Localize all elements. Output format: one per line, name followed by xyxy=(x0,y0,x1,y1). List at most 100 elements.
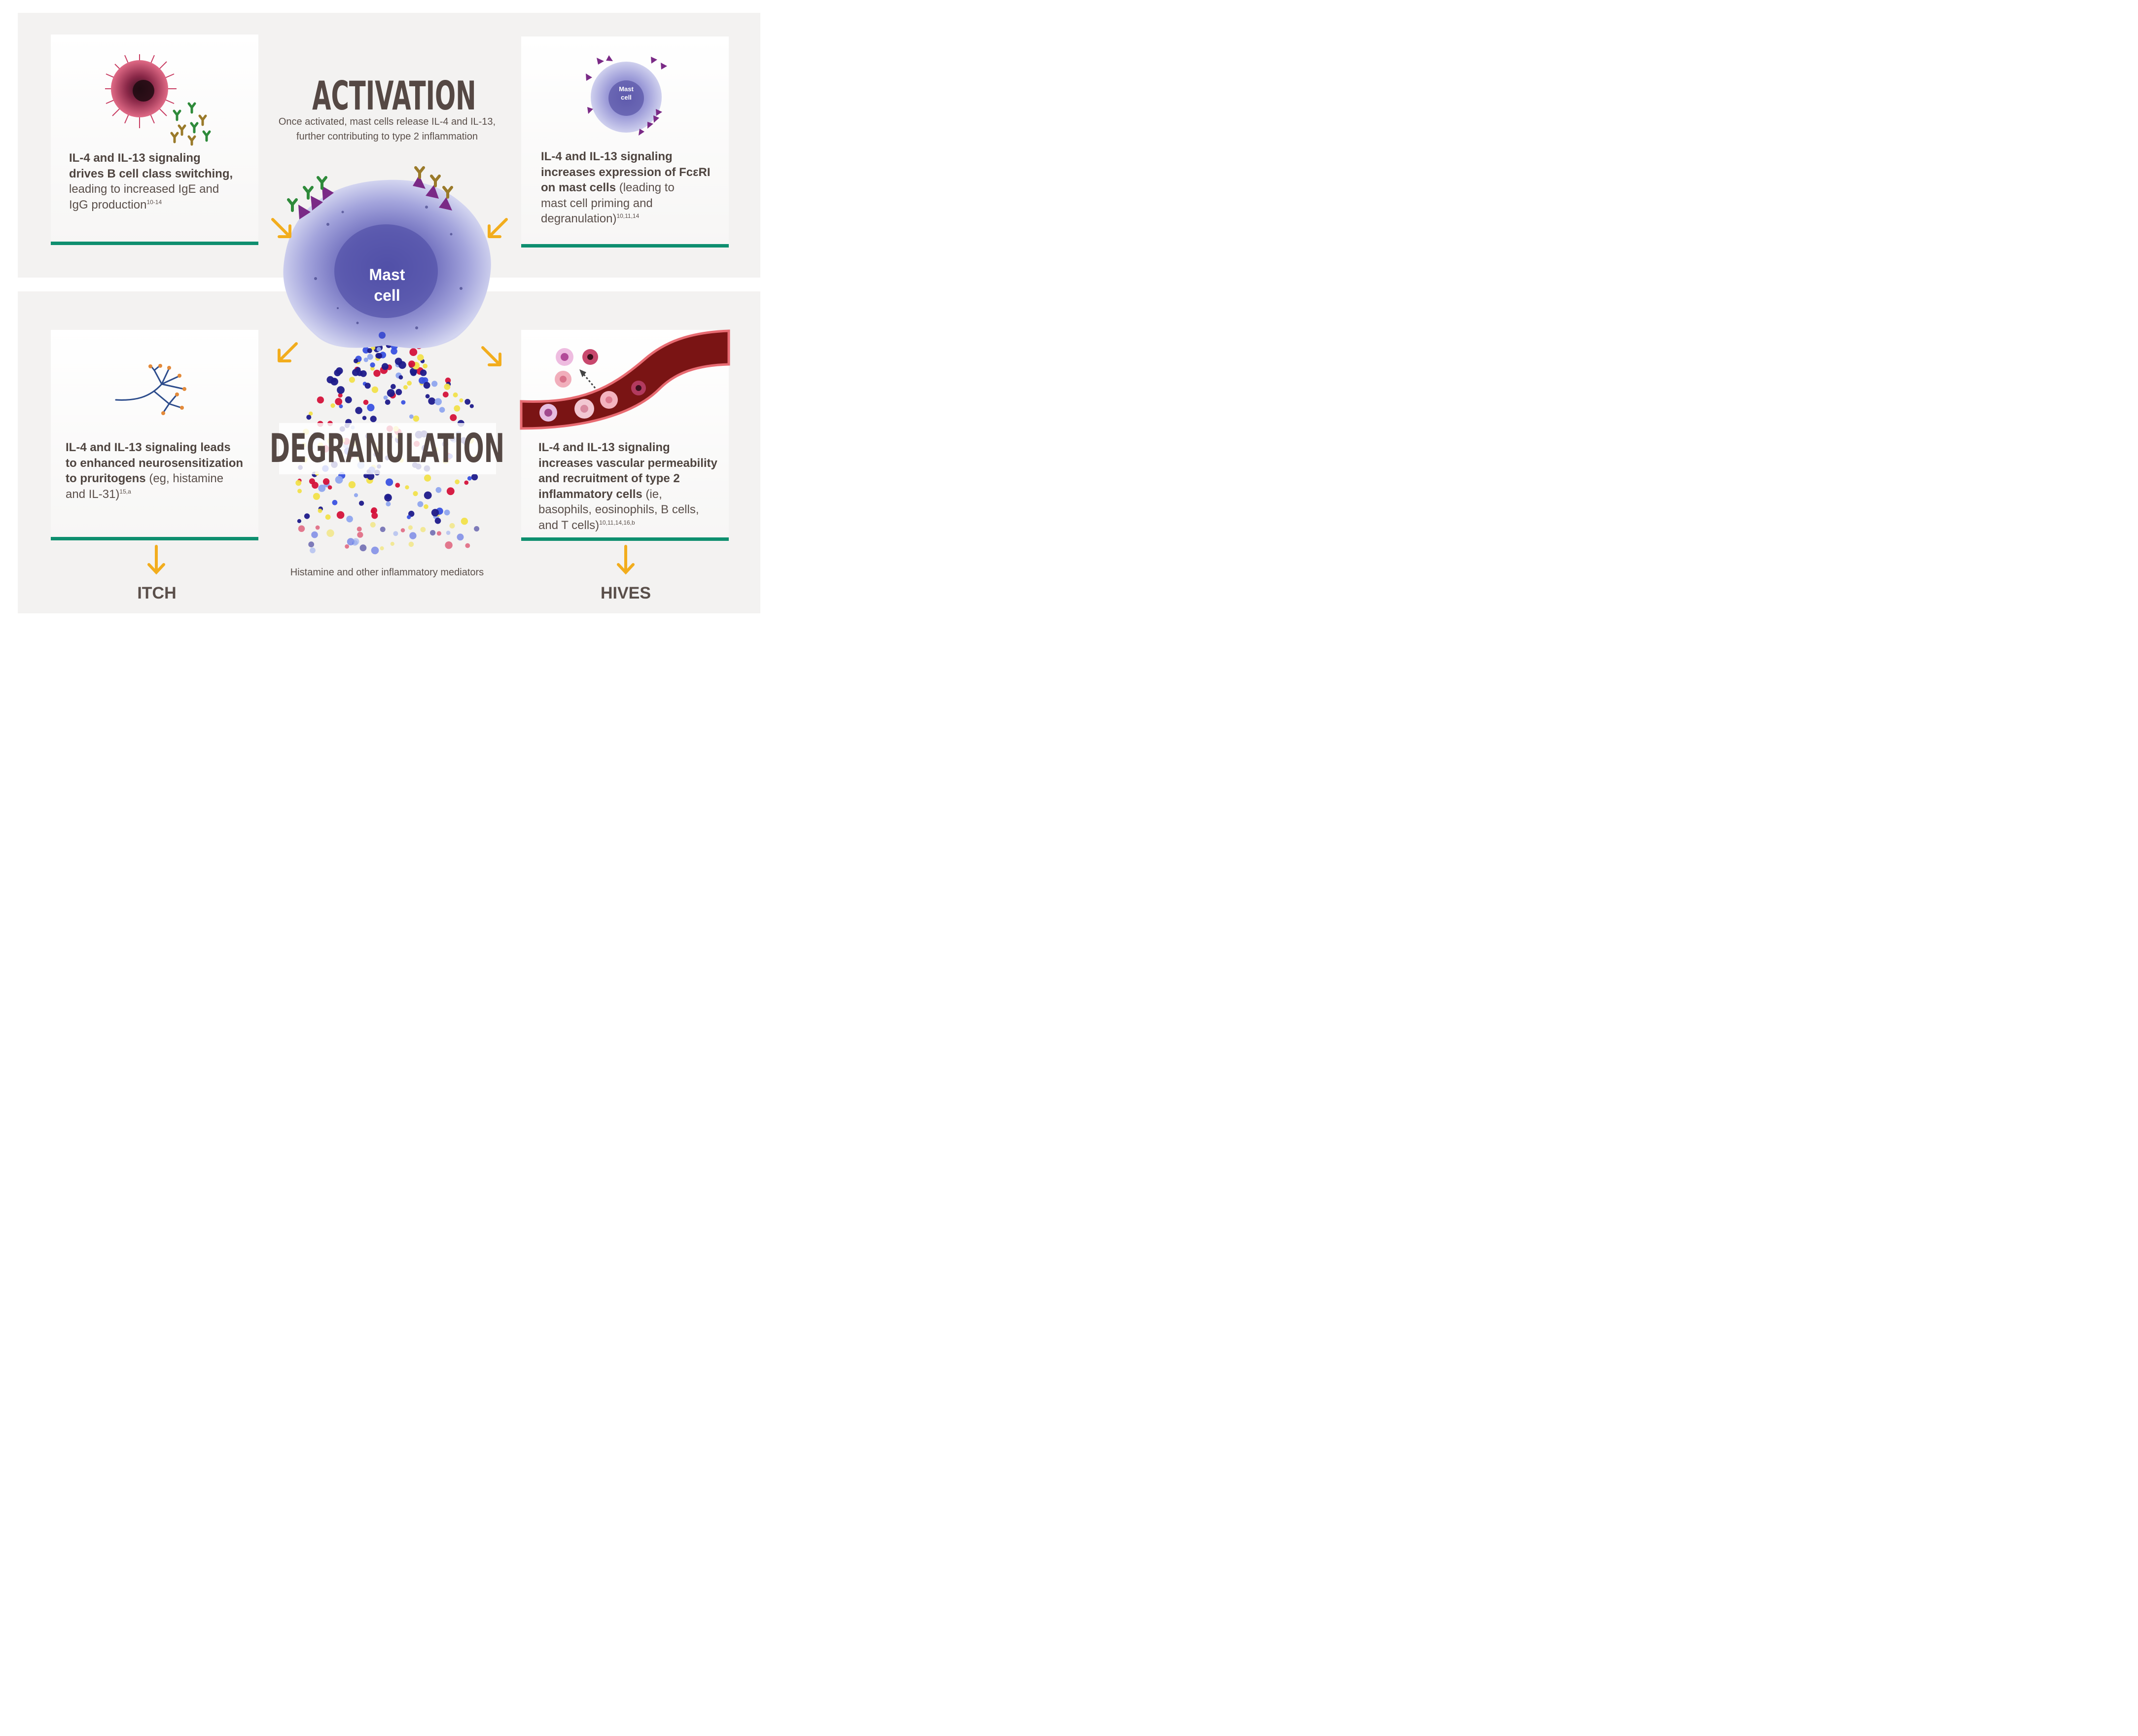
granule xyxy=(311,531,318,538)
granule xyxy=(347,538,355,546)
granule xyxy=(370,366,375,371)
granule xyxy=(393,531,398,536)
granule xyxy=(424,491,432,499)
granule xyxy=(442,391,449,398)
granule xyxy=(318,485,326,492)
granule xyxy=(352,538,359,545)
granule xyxy=(446,531,451,535)
granule xyxy=(358,500,364,506)
vascular-text-6: and T cells) xyxy=(538,518,600,532)
granule xyxy=(387,389,395,397)
granule xyxy=(370,522,376,528)
granule xyxy=(354,493,358,497)
granule xyxy=(423,382,430,389)
granule xyxy=(409,414,414,419)
granule xyxy=(371,546,379,555)
granule xyxy=(380,546,384,551)
granule xyxy=(395,483,400,488)
hives-label: HIVES xyxy=(600,584,651,602)
granule xyxy=(439,407,445,413)
granule xyxy=(380,527,386,532)
b-cell-card-text: IL-4 and IL-13 signaling drives B cell c… xyxy=(69,150,256,213)
granule xyxy=(430,530,436,536)
small-mast-cell-label-2: cell xyxy=(621,94,632,101)
granule xyxy=(312,482,319,489)
granule xyxy=(403,385,408,390)
granule xyxy=(474,526,480,531)
granule xyxy=(335,476,343,484)
vascular-bold-2: increases vascular permeability xyxy=(538,456,717,470)
granule xyxy=(407,515,411,519)
granule xyxy=(434,518,441,524)
itch-label: ITCH xyxy=(137,584,177,602)
degranulation-title: DEGRANULATION xyxy=(269,425,505,471)
granule xyxy=(326,376,334,384)
vascular-bold-3: and recruitment of type 2 xyxy=(538,472,680,485)
fceri-bold-2: increases expression of FcεRI xyxy=(541,165,711,179)
granule xyxy=(352,369,359,376)
vascular-card-accent xyxy=(521,537,729,541)
granule xyxy=(386,501,391,507)
vascular-card-text: IL-4 and IL-13 signaling increases vascu… xyxy=(538,440,728,533)
granule xyxy=(417,501,424,507)
central-mast-cell xyxy=(283,166,491,349)
granule xyxy=(356,527,362,532)
neuro-card: IL-4 and IL-13 signaling leads to enhanc… xyxy=(51,330,258,540)
granule xyxy=(408,541,414,547)
neuro-bold-1: IL-4 and IL-13 signaling leads xyxy=(66,441,231,454)
granule xyxy=(362,416,367,420)
antibodies-icon xyxy=(170,102,211,146)
granule xyxy=(461,518,468,525)
granule xyxy=(413,415,420,422)
granule xyxy=(464,480,469,485)
fceri-text-4: mast cell priming and xyxy=(541,196,653,210)
vascular-text-4: (ie, xyxy=(642,487,662,501)
granule xyxy=(454,405,461,412)
granule xyxy=(467,476,472,481)
neuro-ref: 15,a xyxy=(119,488,131,495)
granule xyxy=(408,360,415,368)
granule xyxy=(367,404,375,412)
granule xyxy=(423,363,428,369)
small-mast-cell-icon xyxy=(586,55,667,136)
granule xyxy=(363,357,368,362)
vascular-ref: 10,11,14,16,b xyxy=(599,519,635,526)
b-cell-card-accent xyxy=(51,242,258,245)
fceri-text-3: (leading to xyxy=(616,181,675,194)
granule xyxy=(308,541,315,548)
granule xyxy=(409,532,417,539)
granule xyxy=(297,519,301,523)
neuro-bold-2: to enhanced neurosensitization xyxy=(66,456,244,470)
nerve-ending-icon xyxy=(115,364,186,415)
granule xyxy=(424,474,431,482)
granule xyxy=(360,370,367,377)
granule xyxy=(337,386,345,394)
granule xyxy=(363,399,369,405)
blood-vessel-illustration xyxy=(520,329,730,430)
b-cell-ref: 10-14 xyxy=(146,198,162,206)
activation-subtitle: Once activated, mast cells release IL-4 … xyxy=(237,114,537,144)
granule xyxy=(445,541,453,549)
granule xyxy=(398,361,406,369)
granule xyxy=(444,509,450,516)
granule xyxy=(390,541,394,546)
fceri-text-5: degranulation) xyxy=(541,212,617,225)
granule xyxy=(357,531,363,538)
arrow-down-hives-icon xyxy=(617,545,635,575)
granule xyxy=(336,511,345,519)
neuro-text-3: (eg, histamine xyxy=(145,472,224,485)
granule xyxy=(354,358,358,363)
vascular-card: IL-4 and IL-13 signaling increases vascu… xyxy=(520,329,730,541)
granule xyxy=(373,369,381,377)
granule xyxy=(420,369,427,376)
granule xyxy=(367,472,375,480)
granule xyxy=(446,487,455,496)
vascular-bold-1: IL-4 and IL-13 signaling xyxy=(538,441,670,454)
granule xyxy=(410,369,417,376)
granule xyxy=(436,531,441,536)
granule xyxy=(371,386,379,393)
granule xyxy=(376,347,381,352)
granule xyxy=(435,487,442,493)
granule xyxy=(345,396,352,403)
central-mast-cell-label: Mast cell xyxy=(355,264,419,306)
